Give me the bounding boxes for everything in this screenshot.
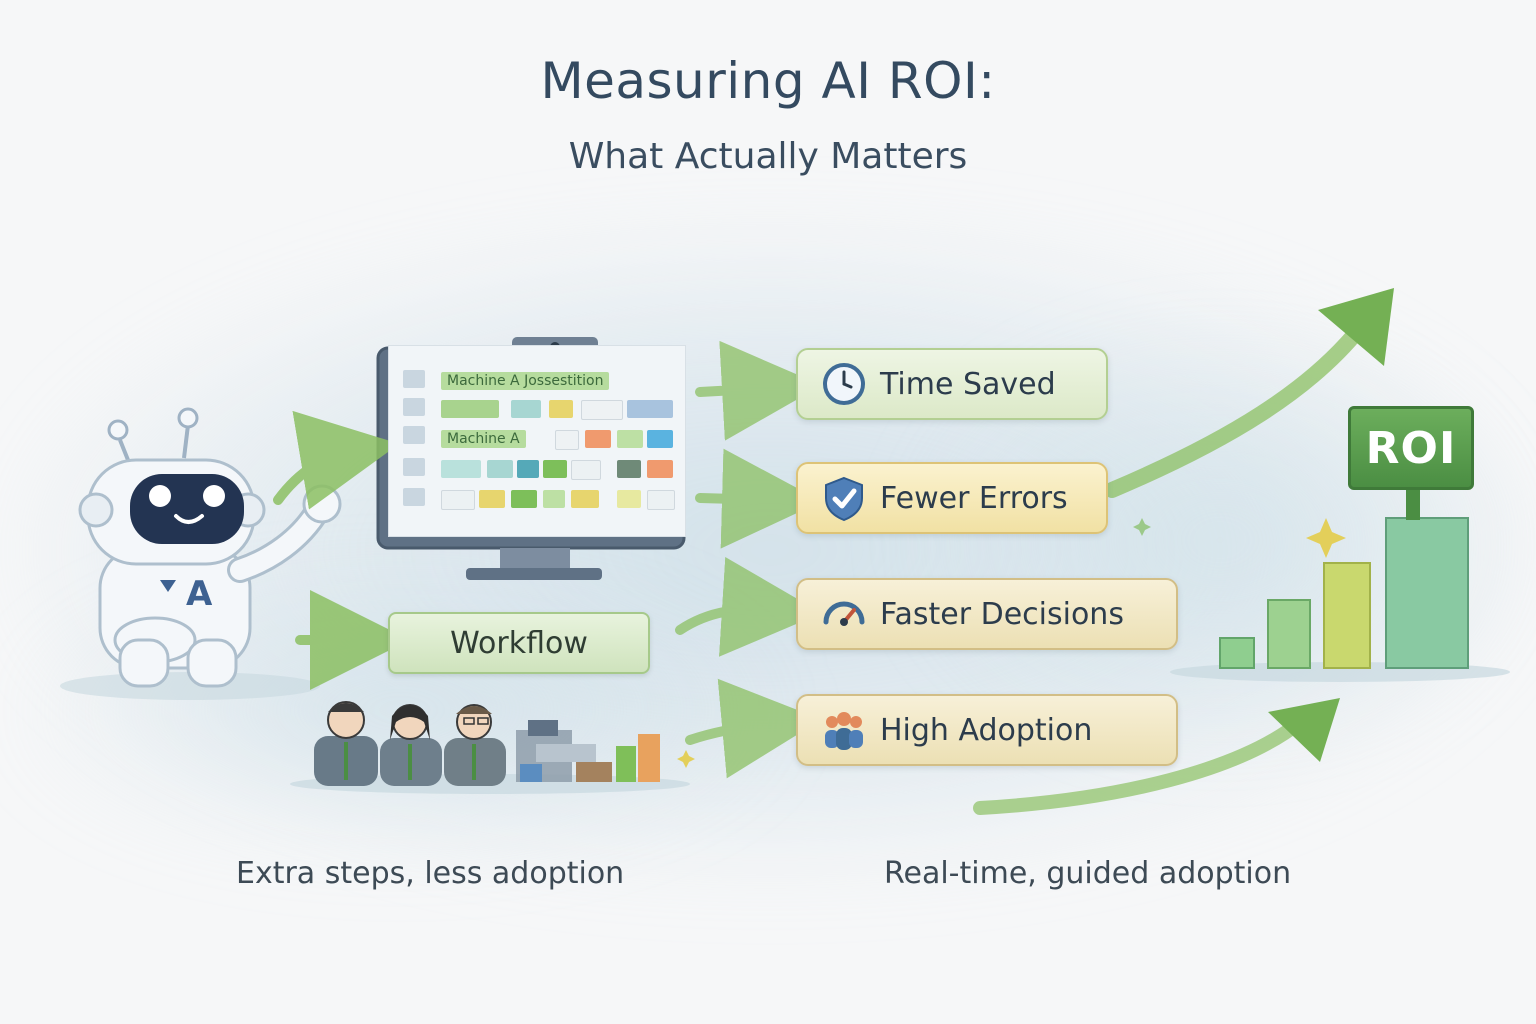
robot-badge: A bbox=[186, 574, 213, 614]
sparkle-icon bbox=[677, 518, 1346, 768]
speedometer-icon bbox=[823, 601, 865, 626]
shield-check-icon bbox=[825, 476, 863, 522]
metric-label: Faster Decisions bbox=[880, 596, 1124, 632]
growth-arrow bbox=[973, 288, 1394, 815]
desk-mini-chart bbox=[516, 720, 660, 782]
monitor-row-label: Machine A Jossestition bbox=[441, 372, 610, 390]
caption-right: Real-time, guided adoption bbox=[884, 856, 1292, 891]
metric-card-faster-decisions: Faster Decisions bbox=[796, 578, 1178, 650]
roi-sign: ROI bbox=[1348, 406, 1474, 490]
caption-left: Extra steps, less adoption bbox=[236, 856, 625, 891]
page-title: Measuring AI ROI: bbox=[540, 52, 996, 110]
metric-label: Fewer Errors bbox=[880, 480, 1068, 516]
roi-sign-post bbox=[1406, 490, 1420, 520]
workflow-box: Workflow bbox=[388, 612, 650, 674]
people-icon bbox=[825, 712, 863, 750]
roi-bar bbox=[1267, 599, 1311, 669]
roi-bar bbox=[1385, 517, 1469, 669]
page-subtitle: What Actually Matters bbox=[568, 136, 968, 177]
metric-card-high-adoption: High Adoption bbox=[796, 694, 1178, 766]
monitor-row-label: Machine A bbox=[441, 430, 526, 448]
metric-label: High Adoption bbox=[880, 712, 1093, 748]
metric-label: Time Saved bbox=[880, 366, 1056, 402]
metric-card-fewer-errors: Fewer Errors bbox=[796, 462, 1108, 534]
clock-icon bbox=[823, 363, 865, 405]
metric-card-time-saved: Time Saved bbox=[796, 348, 1108, 420]
robot-mascot bbox=[60, 407, 342, 700]
roi-bar bbox=[1323, 562, 1371, 669]
roi-bar-chart bbox=[1170, 517, 1510, 682]
roi-label: ROI bbox=[1365, 422, 1457, 474]
flow-arrows bbox=[273, 340, 822, 779]
roi-bar bbox=[1219, 637, 1255, 669]
monitor-screen: Machine A Jossestition Machine A bbox=[388, 345, 686, 537]
workflow-label: Workflow bbox=[450, 625, 588, 661]
